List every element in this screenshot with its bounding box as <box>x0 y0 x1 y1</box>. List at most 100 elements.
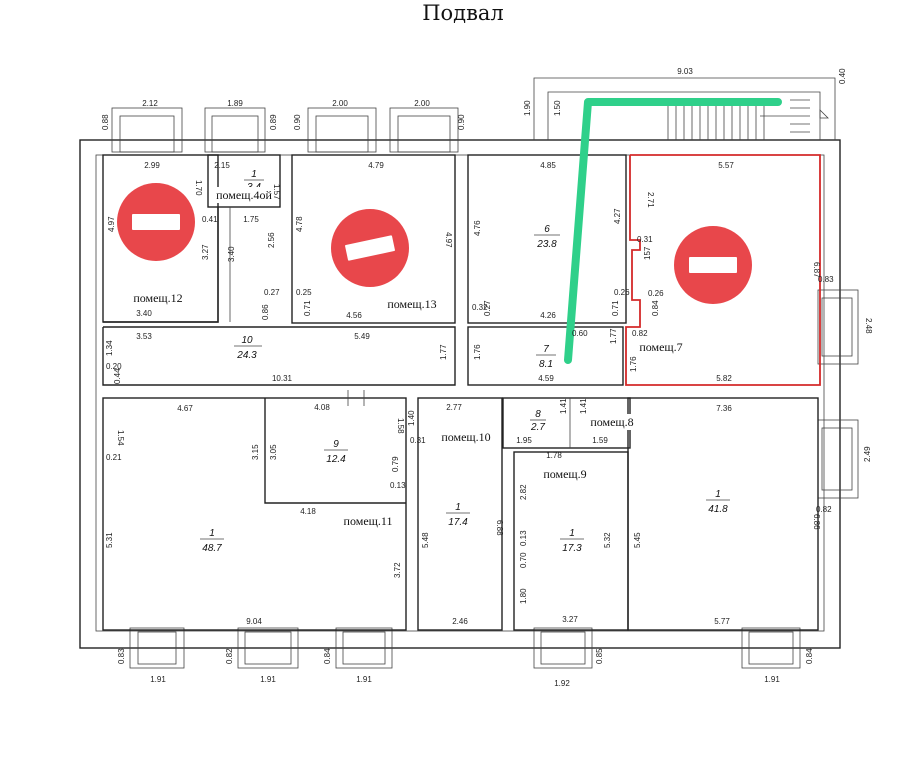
dimension: 0.84 <box>323 648 332 664</box>
dimension: 4.27 <box>613 208 622 224</box>
room-label-7: помещ.7 <box>639 340 682 354</box>
dimension: 1.77 <box>439 344 448 360</box>
interior-walls <box>102 154 819 631</box>
dimension: 0.82 <box>225 648 234 664</box>
dimension: 5.31 <box>105 532 114 548</box>
dimension: 4.85 <box>540 161 556 170</box>
dimension: 0.44 <box>113 368 122 384</box>
dimension: 2.12 <box>142 99 158 108</box>
dimension: 3.27 <box>201 244 210 260</box>
dimension: 2.99 <box>144 161 160 170</box>
dimension: 2.56 <box>267 232 276 248</box>
dimension: 3.15 <box>251 444 260 460</box>
room-label-9: помещ.9 <box>543 467 586 481</box>
room-number: 8 <box>535 409 541 420</box>
dimension: 0.82 <box>632 329 648 338</box>
dimension: 1.41 <box>559 398 568 414</box>
room-number: 6 <box>544 224 550 235</box>
dimension: 2.48 <box>864 318 873 334</box>
dimension: 0.89 <box>269 114 278 130</box>
access-route-line <box>564 98 782 364</box>
no-entry-icon <box>331 209 409 287</box>
dimension: 2.82 <box>519 484 528 500</box>
dimension: 1.76 <box>473 344 482 360</box>
dimension: 0.20 <box>106 362 122 371</box>
dimension: 4.56 <box>346 311 362 320</box>
window-pits-bottom <box>129 627 801 669</box>
dimension: 6.88 <box>495 520 504 536</box>
dimension: 0.71 <box>303 300 312 316</box>
dimension-labels: 9.03 0.40 1.90 1.50 2.12 1.89 2.00 2.00 … <box>101 67 873 688</box>
dimension: 4.18 <box>300 507 316 516</box>
dimension: 0.40 <box>838 68 847 84</box>
room-label-10: помещ.10 <box>441 430 490 444</box>
room-number: 1 <box>455 502 461 513</box>
dimension: 1.95 <box>516 436 532 445</box>
dimension: 5.48 <box>421 532 430 548</box>
dimension: 4.67 <box>177 404 193 413</box>
dimension: 2.46 <box>452 617 468 626</box>
room-label-4: помещ.4ой <box>216 188 272 202</box>
dimension: 9.04 <box>246 617 262 626</box>
room-label-13: помещ.13 <box>387 297 436 311</box>
dimension: 5.49 <box>354 332 370 341</box>
dimension: 0.27 <box>264 288 280 297</box>
dimension: 1.92 <box>554 679 570 688</box>
dimension: 0.85 <box>595 648 604 664</box>
room-label-8: помещ.8 <box>590 415 633 429</box>
room-number: 1 <box>251 169 257 180</box>
room-area: 41.8 <box>708 504 728 515</box>
dimension: 4.26 <box>540 311 556 320</box>
dimension: 6.86 <box>812 514 821 530</box>
dimension: 2.00 <box>332 99 348 108</box>
room-area: 17.3 <box>562 543 582 554</box>
dimension: 3.53 <box>136 332 152 341</box>
dimension: 0.90 <box>457 114 466 130</box>
room-area: 17.4 <box>448 517 468 528</box>
window-pits-top <box>111 107 459 153</box>
dimension: 5.32 <box>603 532 612 548</box>
dimension: 0.83 <box>818 275 834 284</box>
dimension: 0.82 <box>816 505 832 514</box>
dimension: 0.84 <box>651 300 660 316</box>
dimension: 1.41 <box>579 398 588 414</box>
room-area: 8.1 <box>539 359 553 370</box>
dimension: 4.78 <box>295 216 304 232</box>
room-area: 12.4 <box>326 454 346 465</box>
dimension: 0.31 <box>637 235 653 244</box>
dimension: 0.41 <box>202 215 218 224</box>
dimension: 0.84 <box>805 648 814 664</box>
dimension: 2.71 <box>646 192 655 208</box>
dimension: 4.76 <box>473 220 482 236</box>
no-entry-icon <box>117 183 195 261</box>
dimension: 1.75 <box>243 215 259 224</box>
dimension: 1.34 <box>105 340 114 356</box>
dimension: 7.36 <box>716 404 732 413</box>
dimension: 5.82 <box>716 374 732 383</box>
highlighted-room-outline <box>625 154 821 386</box>
dimension: 9.03 <box>677 67 693 76</box>
dimension: 2.15 <box>214 161 230 170</box>
room-label-11: помещ.11 <box>344 514 393 528</box>
room-number: 9 <box>333 439 339 450</box>
dimension: 4.59 <box>538 374 554 383</box>
dimension: 0.26 <box>648 289 664 298</box>
dimension: 0.27 <box>483 300 492 316</box>
dimension: 0.88 <box>101 114 110 130</box>
dimension: 3.40 <box>227 246 236 262</box>
dimension: 0.70 <box>519 552 528 568</box>
dimension: 4.97 <box>444 232 453 248</box>
stair-block <box>533 77 836 140</box>
dimension: 0.13 <box>390 481 406 490</box>
dimension: 157 <box>643 246 652 260</box>
dimension: 1.50 <box>553 100 562 116</box>
no-entry-icon <box>674 226 752 304</box>
dimension: 0.71 <box>611 300 620 316</box>
dimension: 0.25 <box>296 288 312 297</box>
room-number: 1 <box>569 528 575 539</box>
dimension: 0.32 <box>472 303 488 312</box>
room-labels: помещ.4ой помещ.12 помещ.13 помещ.7 поме… <box>124 187 690 529</box>
dimension: 1.91 <box>764 675 780 684</box>
dimension: 10.31 <box>272 374 293 383</box>
